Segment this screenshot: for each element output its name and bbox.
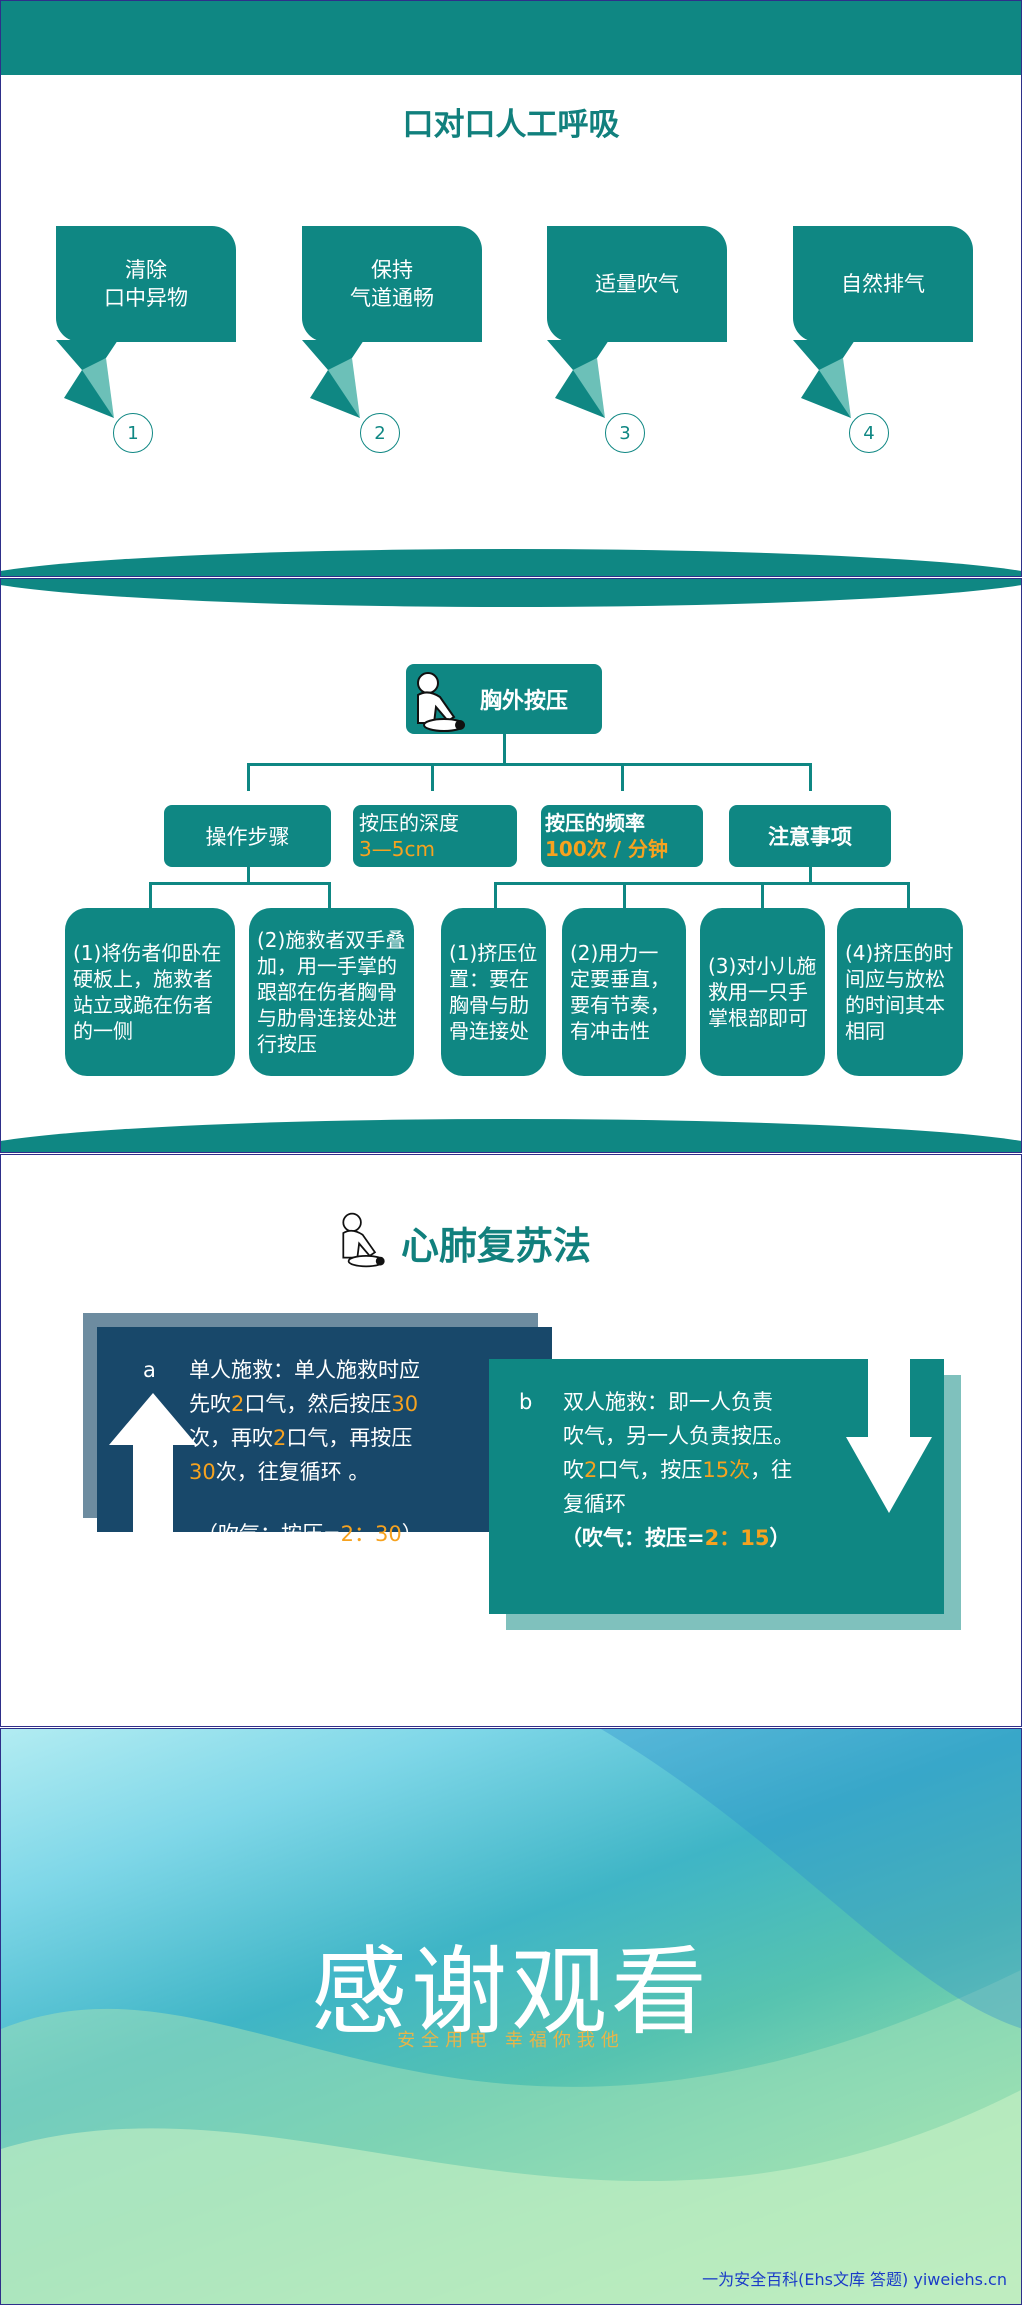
- slide-title: 心肺复苏法: [401, 1224, 592, 1268]
- leaf-note-4: (4)挤压的时间应与放松的时间其本相同: [837, 908, 963, 1076]
- bottom-wave: [1, 1119, 1021, 1152]
- branch-notes: 注意事项: [729, 805, 891, 867]
- connector: [149, 882, 152, 908]
- number-span: 15次: [702, 1458, 751, 1482]
- connector: [494, 882, 910, 885]
- root-label: 胸外按压: [479, 689, 568, 714]
- slide-title: 口对口人工呼吸: [402, 107, 620, 143]
- branch-steps: 操作步骤: [164, 805, 331, 867]
- text-span: 口气，再按压: [286, 1426, 413, 1450]
- text-span: 吹: [563, 1458, 584, 1482]
- text-span: 口气，然后按压: [244, 1392, 392, 1416]
- freq-label: 按压的频率: [545, 811, 645, 835]
- panel-a-ratio: （吹气：按压=2：30）: [197, 1517, 423, 1551]
- connector: [247, 763, 811, 766]
- top-wave: [1, 579, 1021, 607]
- leaf-note-1: (1)挤压位置：要在胸骨与肋骨连接处: [441, 908, 546, 1076]
- bottom-wave: [1, 549, 1021, 576]
- freq-value: 100次 / 分钟: [545, 837, 668, 861]
- step-card-2: 保持 气道通畅: [302, 226, 482, 342]
- number-span: 30: [391, 1392, 419, 1416]
- slogan: 安全用电 幸福你我他: [397, 2030, 625, 2051]
- leaf-step-1: (1)将伤者仰卧在硬板上，施救者站立或跪在伤者的一侧: [65, 908, 235, 1076]
- number-span: 2：15: [704, 1526, 770, 1550]
- depth-value: 3—5cm: [359, 837, 435, 861]
- ribbon-tail-1: [56, 340, 118, 418]
- step-number-1: 1: [113, 413, 153, 453]
- panel-b-line: 吹气，另一人负责按压。: [563, 1424, 794, 1448]
- branch-depth: 按压的深度 3—5cm: [353, 805, 517, 867]
- connector: [494, 882, 497, 908]
- number-span: 2: [273, 1426, 287, 1450]
- text-span: ）: [401, 1522, 423, 1546]
- ribbon-tail-3: [547, 340, 609, 418]
- wave-background: [1, 1729, 1021, 2304]
- panel-b-text: 双人施救：即一人负责 吹气，另一人负责按压。 吹2口气，按压15次，往 复循环: [563, 1385, 843, 1521]
- connector: [907, 882, 910, 908]
- slide-mouth-to-mouth: 口对口人工呼吸 清除 口中异物 保持 气道通畅 适量吹气 自然排气 1 2 3 …: [0, 0, 1022, 577]
- step-card-4: 自然排气: [793, 226, 973, 342]
- panel-b-line: 双人施救：即一人负责: [563, 1390, 773, 1414]
- cpr-icon: [342, 1212, 385, 1268]
- text-span: （吹气：按压=: [197, 1522, 341, 1546]
- text-span: 次，再吹: [189, 1426, 273, 1450]
- connector: [328, 882, 331, 908]
- panel-b-line: 复循环: [563, 1492, 626, 1516]
- number-span: 2：30: [340, 1522, 402, 1546]
- connector: [149, 882, 331, 885]
- thanks-heading: 感谢观看: [311, 1936, 711, 2048]
- connector: [503, 734, 506, 764]
- connector: [623, 882, 626, 908]
- leaf-note-2: (2)用力一定要垂直，要有节奏，有冲击性: [562, 908, 686, 1076]
- text-span: 次，往复循环 。: [215, 1460, 370, 1484]
- step-card-3: 适量吹气: [547, 226, 727, 342]
- panel-b-letter: b: [519, 1390, 533, 1414]
- step-number-4: 4: [849, 413, 889, 453]
- connector: [621, 763, 624, 791]
- connector: [431, 763, 434, 791]
- top-banner: [1, 1, 1021, 75]
- step-number-2: 2: [360, 413, 400, 453]
- depth-label: 按压的深度: [359, 811, 459, 835]
- slide-cpr: 心肺复苏法 a 单人施救：单人施救时应 先吹2口气，然后按压30 次，再吹2口气…: [0, 1154, 1022, 1727]
- panel-a-text: 单人施救：单人施救时应 先吹2口气，然后按压30 次，再吹2口气，再按压 30次…: [189, 1353, 479, 1489]
- footer-link[interactable]: 一为安全百科(Ehs文库 答题) yiweiehs.cn: [702, 2270, 1007, 2289]
- connector: [809, 763, 812, 791]
- text-span: ）: [769, 1526, 791, 1550]
- number-span: 2: [584, 1458, 598, 1482]
- panel-a-line: 单人施救：单人施救时应: [189, 1358, 420, 1382]
- connector: [761, 882, 764, 908]
- panel-a-line: 先吹2口气，然后按压30: [189, 1387, 479, 1421]
- step-number-3: 3: [605, 413, 645, 453]
- panel-a-line: 30次，往复循环 。: [189, 1455, 479, 1489]
- panel-b-line: 吹2口气，按压15次，往: [563, 1453, 843, 1487]
- slide-chest-compression: 胸外按压 操作步骤 按压的深度 3—5cm 按压的频率 100次 / 分钟 注意…: [0, 578, 1022, 1153]
- number-span: 30: [189, 1460, 216, 1484]
- ribbon-tail-2: [302, 340, 364, 418]
- text-span: 口气，按压: [597, 1458, 703, 1482]
- text-span: 先吹: [189, 1392, 231, 1416]
- branch-frequency: 按压的频率 100次 / 分钟: [541, 805, 703, 867]
- text-span: （吹气：按压=: [561, 1526, 705, 1550]
- panel-a-letter: a: [143, 1358, 156, 1382]
- panel-b-ratio: （吹气：按压=2：15）: [561, 1521, 790, 1555]
- leaf-note-3: (3)对小儿施救用一只手掌根部即可: [700, 908, 825, 1076]
- number-span: 2: [231, 1392, 245, 1416]
- step-card-1: 清除 口中异物: [56, 226, 236, 342]
- connector: [247, 867, 250, 884]
- cpr-icon: [417, 672, 465, 732]
- arrow-up-icon: [109, 1393, 197, 1535]
- slide-thanks: 感谢观看 安全用电 幸福你我他 一为安全百科(Ehs文库 答题) yiweieh…: [0, 1728, 1022, 2305]
- text-span: ，往: [750, 1458, 793, 1482]
- panel-a-line: 次，再吹2口气，再按压: [189, 1421, 479, 1455]
- connector: [247, 763, 250, 791]
- ribbon-tail-4: [793, 340, 855, 418]
- arrow-down-icon: [846, 1359, 932, 1513]
- connector: [809, 867, 812, 884]
- leaf-step-2: (2)施救者双手叠加，用一手掌的跟部在伤者胸骨与肋骨连接处进行按压: [249, 908, 414, 1076]
